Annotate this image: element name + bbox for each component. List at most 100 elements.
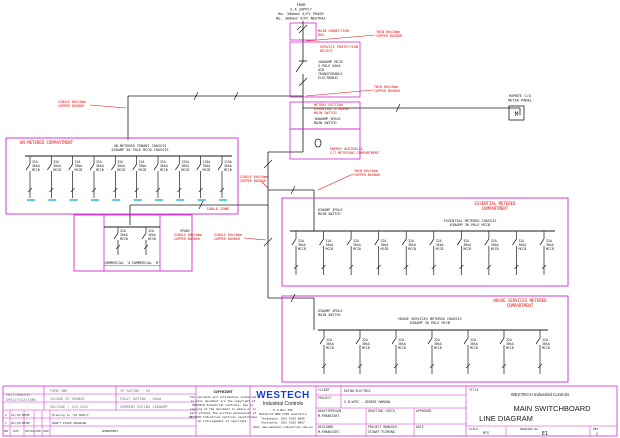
breaker-rating: 36kA [546,243,554,247]
breaker-contact [291,238,297,246]
busbar-note: TWIN 60x10mm [354,169,378,173]
busbar-note-arrow [305,34,376,42]
breaker-rating: 36kA [148,233,156,237]
breaker-rating: MCCB [491,247,499,251]
text-line: WESTECH Industrial Controls. Use or [193,403,254,407]
breaker-rating: MCCB [298,247,306,251]
busbar-note-arrow [89,104,127,109]
breaker-slash [177,187,182,193]
breaker-rating: MCCB [148,237,156,241]
protection-title: SERVICE PROTECTION [320,45,358,49]
house-box [281,295,569,383]
breaker-rating: 36kA [470,342,478,346]
breaker-rating: 36kA [353,243,361,247]
breaker-contact [47,163,52,171]
breaker-contact [25,163,31,171]
unmetered-box [5,137,239,215]
protection-box [289,41,361,98]
busbar-note: SINGLE 60x10mm [58,100,86,104]
drawing-no-value: E1 [542,431,548,437]
breaker-slash [113,187,118,193]
breaker-rating: 36kA [120,233,128,237]
breaker-rating: 36kA [117,164,125,168]
breaker-slash [486,264,492,270]
breaker-contact [132,163,137,171]
essential-box [281,197,569,287]
meter-symbol [508,105,525,121]
breaker-rating: 32A [326,338,332,342]
busbar-note-arrow [317,173,354,191]
breaker-rating: 32A [546,239,552,243]
breaker-rating: 36kA [139,164,147,168]
breaker-rating: 32A [408,239,414,243]
revision-header: AMENDMENT [102,429,118,433]
breaker-rating: MCCB [381,247,389,251]
breaker-rating: 32A [120,229,126,233]
breaker-contact [499,337,505,345]
breaker-rating: 32A [160,160,166,164]
breaker-contact [111,163,116,171]
supply-label: FROM [297,3,306,7]
unmetered-title: UN-METERED COMPARTMENT [20,140,74,145]
rev-label: REV [593,427,599,431]
busbar-note: TWIN 60x10mm [374,85,398,89]
text-line: Facsimile: (02) 6332 6667 [261,421,305,425]
breaker-slash [49,187,54,193]
remote-meter-label: METER PANEL [508,99,532,103]
breaker-rating: 32A [326,239,332,243]
busbar-note: COPPER BUSBAR [354,173,380,177]
breaker-slash [376,264,381,270]
breaker-rating: 36kA [463,243,471,247]
title-main: MAIN SWITCHBOARD [513,404,591,413]
project-manager-value: STUART FLEMING [368,430,395,434]
house-compartment: HOUSE SERVICES METERED COMPARTMENT 630AM… [281,295,569,383]
essential-title: COMPARTMENT [482,206,509,211]
breaker-rating: 32A [148,229,154,233]
breaker-rating: 36kA [160,164,168,168]
supply-label: No. 300mm2 4/PC PHASE [278,12,323,16]
meters-section-spec: 1600AMP 3POLE [314,117,341,121]
essential-compartment: ESSENTIAL METERED COMPARTMENT 630AMP 3PO… [281,197,569,287]
company-subtitle: Industrial Controls [263,401,304,407]
breaker-rating: 125A [181,160,189,164]
house-title: COMPARTMENT [507,303,534,308]
title-block-frame [2,385,618,437]
breaker-slash [321,363,327,369]
meters-section-title: METERS SECTION [314,103,343,107]
protection-spec: 3 POLE 50kA [318,64,340,68]
drafting-check-label: DRAFTING CHECK [368,409,395,413]
designed-value: M.PURAKISHI [318,430,339,434]
essential-chassis: ESSENTIAL METERED CHASSIS [444,219,497,223]
breaker-contact [374,238,379,246]
meters-section: METERS SECTION ESSENTIAL & HOUSE MAIN SW… [289,101,379,160]
breaker-contact [319,238,324,246]
breaker-rating: 36kA [542,342,550,346]
busbar-note: COPPER BUSBAR [58,104,84,108]
breaker-rating: MCCB [160,168,168,172]
project-value: S.B.WTEC - GEORGE MAROUN [344,400,390,404]
breaker-rating: 32A [139,160,145,164]
breaker-slash [429,363,435,369]
breaker-slash [393,363,399,369]
busbar-note: COPPER BUSBAR [174,237,200,241]
breaker-contact [484,238,490,246]
breaker-slash [431,264,436,270]
text-line: an infringement of copyright. [198,419,249,423]
essential-switch: MAIN SWITCH [318,212,340,216]
breaker-rating: MCCB [326,346,334,350]
breaker-rating: 32A [491,239,497,243]
cable-zone-label: CABLE ZONE [207,206,231,211]
breaker-rating: MCCB [117,168,125,172]
remote-meter: REMOTE C/A METER PANEL M [508,94,532,121]
breaker-rating: 36kA [203,164,211,168]
commercial-label: COMMERCIAL 'A' [104,261,133,265]
breaker-rating: MCCB [32,168,40,172]
breaker-rating: 36kA [53,164,61,168]
breaker-rating: 32A [506,338,512,342]
breaker-rating: 36kA [362,342,370,346]
